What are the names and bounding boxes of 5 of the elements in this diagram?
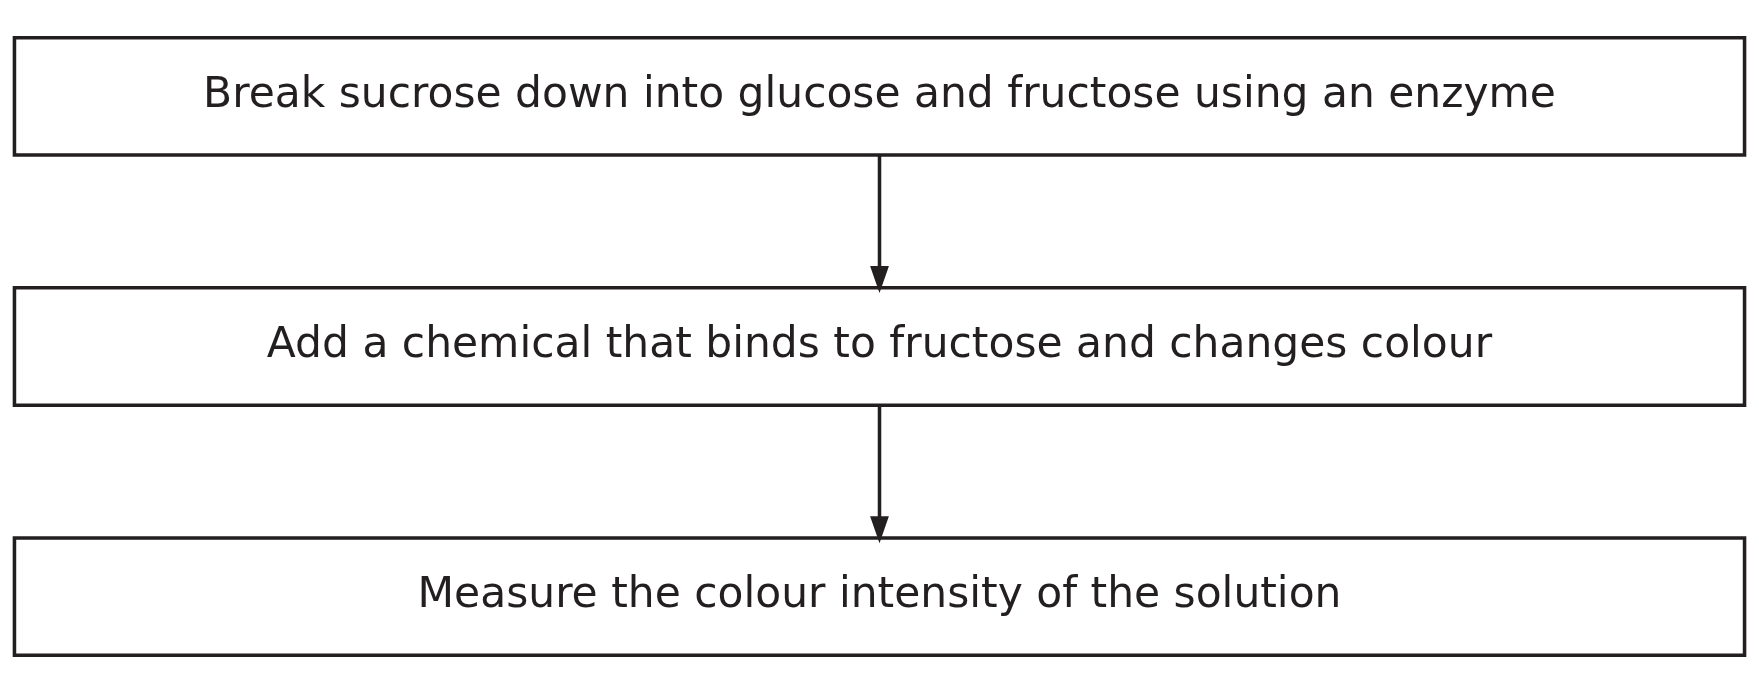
arrow [870, 404, 889, 543]
node-box: Break sucrose down into glucose and fructose using an enzyme [12, 35, 1747, 157]
arrow [870, 154, 889, 293]
node-box: Measure the colour intensity of the solution [12, 535, 1747, 657]
node-box: Add a chemical that binds to fructose and changes colour [12, 285, 1747, 407]
